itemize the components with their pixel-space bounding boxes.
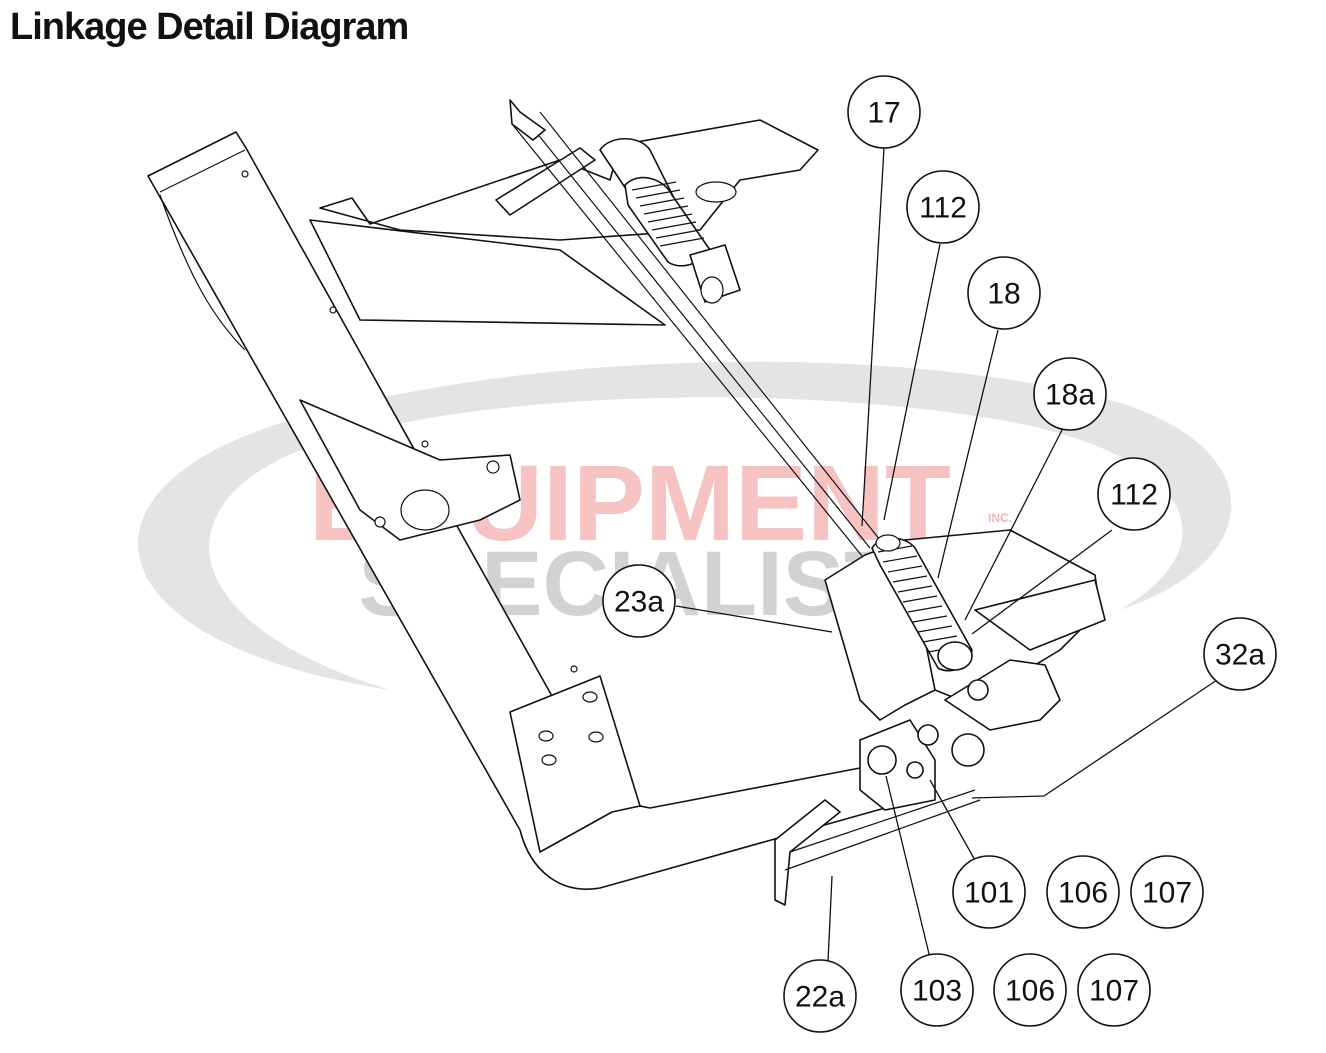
callout-32a-label: 32a [1215, 639, 1265, 672]
callout-107-lower-label: 107 [1089, 975, 1139, 1008]
leader-32a [971, 679, 1218, 799]
callout-106-upper-circle [1046, 855, 1120, 929]
callout-17: 17 [847, 75, 921, 149]
callout-18a-label: 18a [1045, 379, 1095, 412]
link-rod [509, 99, 881, 557]
page-title: Linkage Detail Diagram [10, 6, 409, 48]
leader-18a [964, 429, 1063, 621]
callout-112-top-label: 112 [919, 192, 967, 225]
callout-101: 101 [952, 855, 1026, 929]
callout-17-circle [847, 75, 921, 149]
callout-107-lower-circle [1077, 953, 1151, 1027]
callout-112-right-circle [1097, 457, 1171, 531]
callout-18a: 18a [1033, 357, 1107, 431]
callout-23a-label: 23a [614, 586, 664, 619]
watermark-inc: INC. [988, 511, 1012, 525]
callout-101-label: 101 [964, 877, 1014, 910]
callout-18-circle [967, 256, 1041, 330]
leader-17 [861, 147, 885, 527]
callout-112-top-circle [906, 170, 980, 244]
callout-32a-circle [1203, 617, 1277, 691]
lower-spring [871, 534, 973, 672]
callout-106-lower-label: 106 [1005, 975, 1055, 1008]
callout-112-right: 112 [1097, 457, 1171, 531]
callout-103-circle [900, 953, 974, 1027]
callout-18-label: 18 [987, 278, 1020, 311]
callout-23a-circle [602, 564, 676, 638]
callout-112-top: 112 [906, 170, 980, 244]
callout-106-lower: 106 [993, 953, 1067, 1027]
callout-106-upper: 106 [1046, 855, 1120, 929]
callout-23a: 23a [602, 564, 676, 638]
leader-101 [929, 779, 977, 863]
callout-22a: 22a [783, 959, 857, 1033]
callout-18: 18 [967, 256, 1041, 330]
leader-18 [937, 329, 999, 579]
callout-101-circle [952, 855, 1026, 929]
leader-103 [885, 775, 931, 959]
callout-107-upper: 107 [1130, 855, 1204, 929]
leader-22a [827, 875, 833, 963]
leader-lines [675, 147, 1218, 963]
callout-107-upper-label: 107 [1142, 877, 1192, 910]
leader-112-top [883, 243, 941, 521]
leader-112-right [971, 529, 1113, 635]
callout-32a: 32a [1203, 617, 1277, 691]
callout-107-lower: 107 [1077, 953, 1151, 1027]
upper-spring [624, 176, 741, 304]
top-mount [309, 119, 819, 326]
leader-23a [675, 605, 833, 633]
frame [147, 131, 886, 890]
callout-107-upper-circle [1130, 855, 1204, 929]
callout-22a-circle [783, 959, 857, 1033]
callout-112-right-label: 112 [1110, 479, 1158, 512]
callout-103-label: 103 [912, 975, 962, 1008]
callout-106-upper-label: 106 [1058, 877, 1108, 910]
callout-106-lower-circle [993, 953, 1067, 1027]
callout-17-label: 17 [867, 97, 900, 130]
callout-18a-circle [1033, 357, 1107, 431]
callout-22a-label: 22a [795, 981, 845, 1014]
callout-103: 103 [900, 953, 974, 1027]
